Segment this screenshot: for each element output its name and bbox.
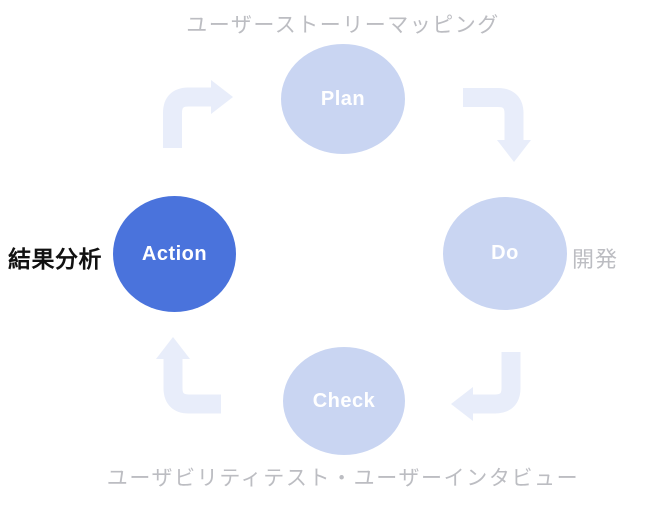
arrow-action-to-plan-icon bbox=[163, 80, 233, 148]
node-action: Action bbox=[113, 196, 236, 312]
node-do: Do bbox=[443, 197, 567, 310]
node-action-label: Action bbox=[141, 242, 208, 265]
action-annotation: 結果分析 bbox=[8, 246, 102, 272]
node-check: Check bbox=[283, 347, 405, 455]
arrow-plan-to-do-icon bbox=[463, 88, 531, 162]
top-caption: ユーザーストーリーマッピング bbox=[186, 14, 500, 37]
do-annotation: 開発 bbox=[572, 247, 619, 272]
arrow-check-to-action-icon bbox=[156, 337, 221, 414]
arrow-do-to-check-icon bbox=[451, 352, 521, 421]
node-do-label: Do bbox=[491, 242, 519, 264]
bottom-caption: ユーザビリティテスト・ユーザーインタビュー bbox=[106, 467, 580, 490]
node-plan-label: Plan bbox=[320, 87, 366, 110]
node-check-label: Check bbox=[312, 389, 376, 412]
node-plan: Plan bbox=[281, 44, 405, 154]
